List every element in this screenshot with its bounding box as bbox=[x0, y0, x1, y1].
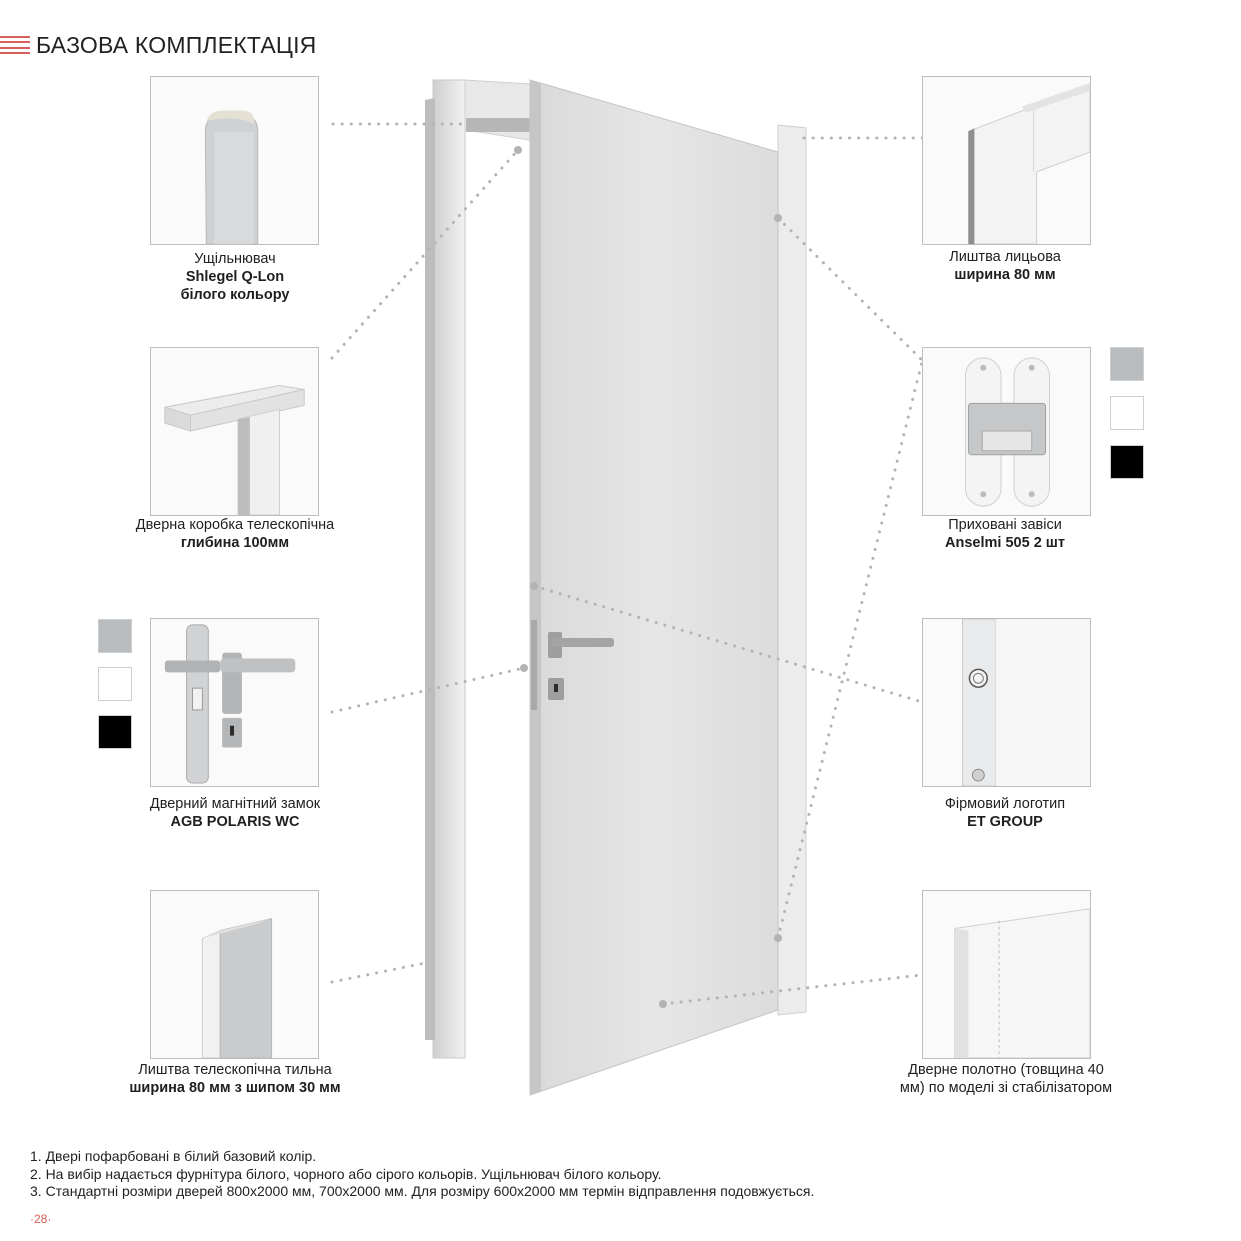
footnote-1: 1. Двері пофарбовані в білий базовий кол… bbox=[30, 1148, 317, 1164]
hinge-swatch-white bbox=[1110, 396, 1144, 430]
color-swatch-grey bbox=[98, 619, 132, 653]
face-trim-caption: Лиштва лицьова ширина 80 мм bbox=[949, 249, 1061, 283]
color-swatch-black bbox=[98, 715, 132, 749]
magnetic-lock-photo bbox=[150, 618, 319, 787]
brand-logo-photo bbox=[922, 618, 1091, 787]
door-leaf-caption: Дверне полотно (товщина 40 мм) по моделі… bbox=[899, 1062, 1113, 1096]
hidden-hinges-photo bbox=[922, 347, 1091, 516]
footnote-2: 2. На вибір надається фурнітура білого, … bbox=[30, 1165, 662, 1182]
menu-lines-icon bbox=[0, 36, 30, 54]
seal-caption: Ущільнювач Shlegel Q-Lon білого кольору bbox=[180, 251, 290, 303]
hidden-hinges-caption: Приховані завіси Anselmi 505 2 шт bbox=[945, 517, 1065, 551]
page-number: ·28· bbox=[30, 1212, 52, 1226]
hinge-swatch-black bbox=[1110, 445, 1144, 479]
door-leaf-photo bbox=[922, 890, 1091, 1059]
face-trim-photo bbox=[922, 76, 1091, 245]
hinge-swatch-grey bbox=[1110, 347, 1144, 381]
magnetic-lock-caption: Дверний магнітний замок AGB POLARIS WC bbox=[149, 796, 321, 830]
footnote-3: 3. Стандартні розміри дверей 800х2000 мм… bbox=[30, 1183, 815, 1199]
door-frame-caption: Дверна коробка телескопічна глибина 100м… bbox=[135, 517, 335, 551]
brand-logo-caption: Фірмовий логотип ET GROUP bbox=[944, 796, 1066, 830]
door-frame-photo bbox=[150, 347, 319, 516]
color-swatch-white bbox=[98, 667, 132, 701]
back-trim-photo bbox=[150, 890, 319, 1059]
door-illustration bbox=[320, 70, 930, 1110]
page-header: БАЗОВА КОМПЛЕКТАЦІЯ bbox=[0, 30, 317, 60]
footnotes: 1. Двері пофарбовані в білий базовий кол… bbox=[30, 1148, 814, 1201]
back-trim-caption: Лиштва телескопічна тильна ширина 80 мм … bbox=[129, 1062, 341, 1096]
seal-photo bbox=[150, 76, 319, 245]
page-title: БАЗОВА КОМПЛЕКТАЦІЯ bbox=[36, 31, 317, 58]
